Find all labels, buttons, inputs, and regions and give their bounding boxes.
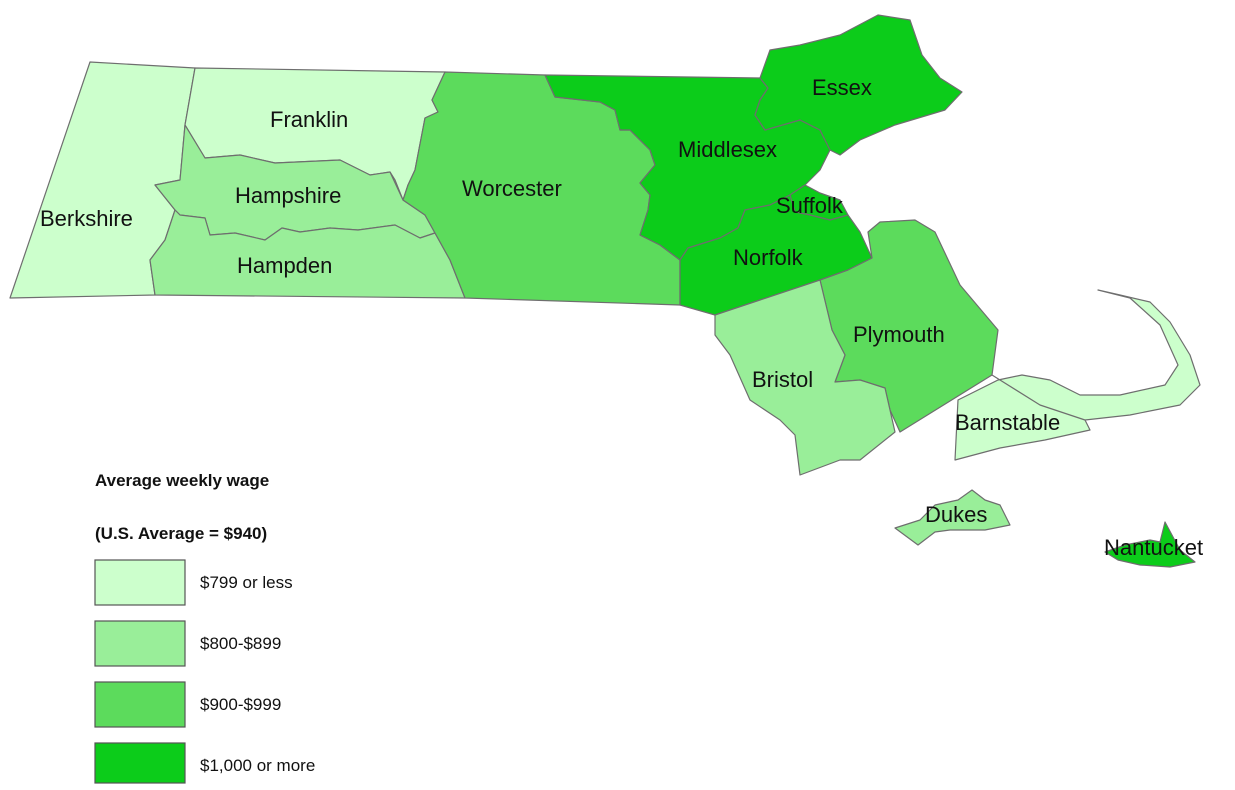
county-label-hampshire: Hampshire xyxy=(235,183,341,208)
county-barnstable[interactable] xyxy=(954,289,1201,461)
county-bristol[interactable] xyxy=(714,279,896,476)
county-essex[interactable] xyxy=(754,14,963,156)
legend-label-3: $900-$999 xyxy=(200,695,281,714)
county-label-bristol: Bristol xyxy=(752,367,813,392)
county-label-essex: Essex xyxy=(812,75,872,100)
legend-label-4: $1,000 or more xyxy=(200,756,315,775)
legend-title: Average weekly wage xyxy=(95,471,269,490)
legend-subtitle: (U.S. Average = $940) xyxy=(95,524,267,543)
legend-swatch-1 xyxy=(94,559,186,606)
county-label-nantucket: Nantucket xyxy=(1104,535,1203,560)
legend: Average weekly wage (U.S. Average = $940… xyxy=(94,471,315,784)
legend-swatch-2 xyxy=(94,620,186,667)
county-label-franklin: Franklin xyxy=(270,107,348,132)
county-label-norfolk: Norfolk xyxy=(733,245,804,270)
legend-swatch-3 xyxy=(94,681,186,728)
county-nantucket[interactable] xyxy=(1104,521,1196,568)
county-label-suffolk: Suffolk xyxy=(776,193,844,218)
county-dukes[interactable] xyxy=(894,489,1011,546)
county-label-berkshire: Berkshire xyxy=(40,206,133,231)
county-label-dukes: Dukes xyxy=(925,502,987,527)
county-label-hampden: Hampden xyxy=(237,253,332,278)
legend-label-2: $800-$899 xyxy=(200,634,281,653)
county-label-middlesex: Middlesex xyxy=(678,137,777,162)
county-label-barnstable: Barnstable xyxy=(955,410,1060,435)
county-hampden[interactable] xyxy=(149,209,466,299)
legend-label-1: $799 or less xyxy=(200,573,293,592)
county-label-plymouth: Plymouth xyxy=(853,322,945,347)
county-label-worcester: Worcester xyxy=(462,176,562,201)
legend-swatch-4 xyxy=(94,742,186,784)
